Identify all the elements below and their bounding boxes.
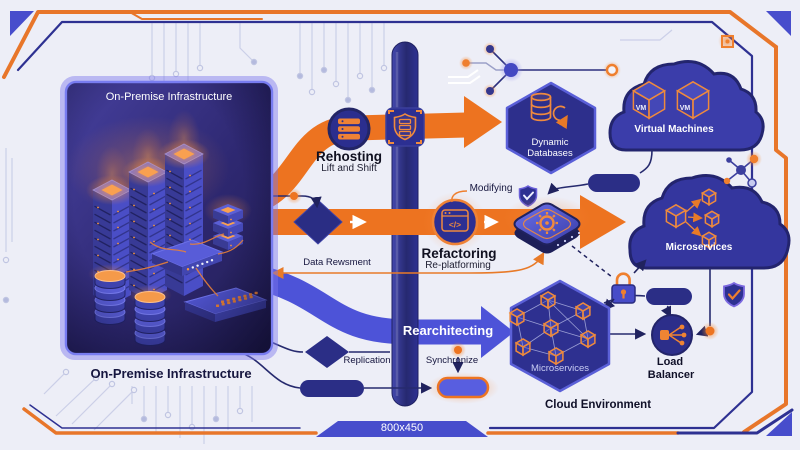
network-node-icon (448, 42, 621, 98)
pill-node-vm (588, 174, 640, 192)
rehosting-subtitle: Lift and Shift (321, 162, 377, 174)
load-balancer-label-1: Load (656, 356, 684, 369)
microservices-mesh-icon (509, 291, 596, 365)
code-glyph: </> (449, 220, 461, 230)
modifying-label: Modifying (469, 182, 513, 194)
vm-badge: VM (680, 105, 691, 112)
virtual-machines-label: Virtual Machines (634, 123, 714, 135)
square-node-icon (718, 32, 736, 50)
microservices-hex (509, 279, 611, 393)
molecule-icon (723, 151, 762, 188)
pill-node-lb (646, 288, 692, 305)
shield-server-icon (385, 107, 425, 147)
rehosting-title: Rehosting (316, 148, 382, 164)
rearchitecting-title: Rearchitecting (402, 323, 494, 339)
code-window-icon: </> (423, 192, 487, 252)
panel-title: On-Premise Infrastructure (105, 91, 233, 104)
vm-cloud: VM VM (608, 60, 765, 152)
modifying-callout-line (451, 190, 468, 203)
load-balancer-label-2: Balancer (647, 369, 695, 382)
circuit-traces (2, 23, 673, 444)
frame-border (2, 10, 794, 437)
refactoring-title: Refactoring (421, 245, 497, 261)
corner-triangle-top-left (10, 11, 34, 36)
microservices-cloud-label: Microservices (665, 241, 733, 253)
replication-label: Replication (343, 355, 391, 367)
shield-check-icon (723, 281, 745, 308)
onprem-panel (60, 76, 278, 360)
synchronize-label: Synchronize (425, 355, 479, 367)
size-badge: 800x450 (380, 422, 424, 435)
chip-lock-dashed-link (571, 245, 613, 278)
load-balancer-circle (651, 314, 693, 356)
replication-diamond (305, 336, 349, 368)
dynamic-databases-label-1: Dynamic (531, 137, 569, 149)
corner-triangle-bottom-right (766, 412, 792, 436)
gear-icon (536, 212, 558, 234)
size-badge-plate (316, 421, 488, 437)
dynamic-databases-label-2: Databases (527, 148, 573, 160)
lb-link-dot (705, 326, 715, 336)
onprem-caption: On-Premise Infrastructure (90, 366, 252, 382)
padlock-icon (611, 272, 636, 304)
refactoring-subtitle: Re-platforming (425, 259, 491, 271)
sync-dot (454, 346, 462, 354)
data-return-label: Data Rewsment (303, 257, 371, 269)
database-sync-icon (530, 92, 568, 130)
corner-triangle-top-right (766, 11, 791, 36)
data-return-arrow (271, 251, 545, 279)
vm-badge: VM (636, 105, 647, 112)
server-stack-icon (327, 107, 371, 151)
dynamic-databases-hex (505, 81, 597, 175)
cloud-environment-caption: Cloud Environment (544, 398, 652, 411)
pill-node-bottom (300, 380, 364, 397)
load-balancer-icon (660, 324, 687, 346)
microservices-hex-label: Microservices (530, 363, 590, 375)
decision-diamond (293, 199, 343, 245)
chip-icon (503, 196, 591, 254)
microservices-split-icon (665, 188, 720, 249)
microservices-cloud (628, 174, 791, 270)
synchronize-node (427, 342, 499, 404)
